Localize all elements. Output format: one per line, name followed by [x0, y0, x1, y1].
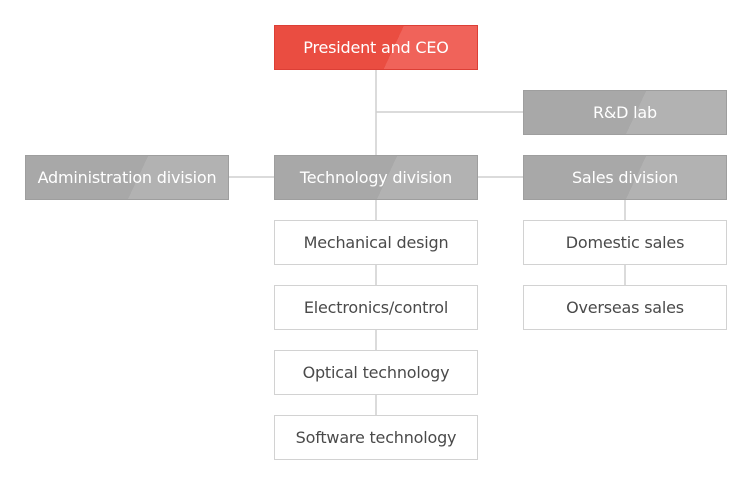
optical-technology-box: Optical technology	[274, 350, 478, 395]
administration-division-label: Administration division	[37, 168, 217, 187]
administration-division-box: Administration division	[25, 155, 229, 200]
technology-division-box: Technology division	[274, 155, 478, 200]
rnd-lab-box: R&D lab	[523, 90, 727, 135]
rnd-lab-label: R&D lab	[592, 103, 657, 122]
software-technology-box: Software technology	[274, 415, 478, 460]
domestic-sales-label: Domestic sales	[565, 233, 685, 252]
sales-division-box: Sales division	[523, 155, 727, 200]
software-technology-label: Software technology	[295, 428, 457, 447]
president-ceo-label: President and CEO	[303, 38, 449, 57]
mechanical-design-box: Mechanical design	[274, 220, 478, 265]
electronics-control-box: Electronics/control	[274, 285, 478, 330]
overseas-sales-box: Overseas sales	[523, 285, 727, 330]
overseas-sales-label: Overseas sales	[566, 298, 684, 317]
optical-technology-label: Optical technology	[302, 363, 450, 382]
sales-division-label: Sales division	[571, 168, 679, 187]
technology-division-label: Technology division	[299, 168, 453, 187]
domestic-sales-box: Domestic sales	[523, 220, 727, 265]
electronics-control-label: Electronics/control	[303, 298, 449, 317]
mechanical-design-label: Mechanical design	[303, 233, 449, 252]
president-ceo-box: President and CEO	[274, 25, 478, 70]
